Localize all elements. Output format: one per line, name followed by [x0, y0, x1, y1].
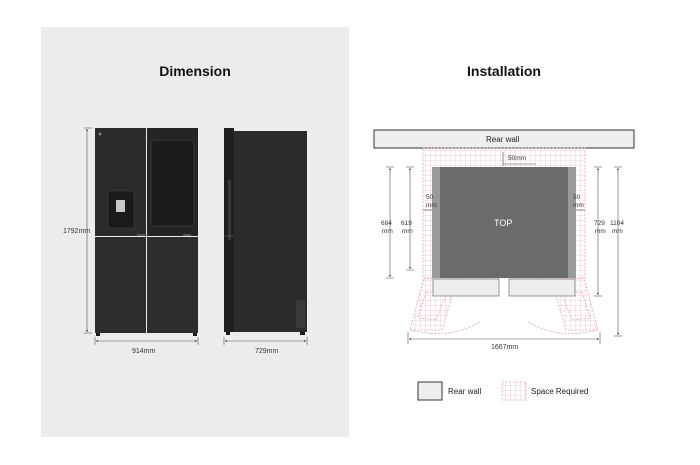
side-gap-right-unit: mm	[573, 202, 584, 209]
installation-title: Installation	[467, 63, 541, 79]
right-door-top	[508, 278, 576, 297]
fridge-foot	[300, 332, 305, 335]
depth-619-unit: mm	[402, 228, 413, 235]
height-label: 1792mm	[63, 228, 90, 235]
drawer-handle-left	[137, 234, 145, 236]
width-dimension: 914mm	[94, 337, 199, 355]
depth-dimension: 729mm	[223, 337, 308, 355]
width-label: 914mm	[132, 348, 156, 355]
depth-729-unit: mm	[595, 228, 606, 235]
side-gap-left-value: 50	[426, 194, 434, 201]
fridge-foot	[96, 333, 100, 336]
side-vent	[296, 300, 305, 328]
rear-wall-label: Rear wall	[486, 135, 520, 144]
depth-684-dimension: 684 mm	[381, 166, 394, 279]
open-width-label: 1667mm	[491, 344, 518, 351]
depth-label: 729mm	[255, 348, 279, 355]
brand-logo	[98, 132, 102, 136]
dimension-title: Dimension	[159, 63, 231, 79]
fridge-top-view: TOP	[432, 167, 576, 297]
depth-1104-value: 1104	[610, 220, 624, 227]
legend: Rear wall Space Required	[417, 381, 588, 401]
rear-wall: Rear wall	[373, 129, 635, 149]
fridge-foot	[226, 332, 230, 335]
depth-1104-dimension: 1104 mm	[610, 166, 624, 337]
fridge-side-handle	[228, 180, 231, 240]
legend-space-required-label: Space Required	[531, 387, 588, 396]
depth-684-value: 684	[381, 220, 392, 227]
legend-rear-wall-label: Rear wall	[448, 387, 482, 396]
depth-729-value: 729	[594, 220, 605, 227]
dispenser-lever	[116, 200, 125, 212]
depth-729-dimension: 729 mm	[594, 166, 606, 297]
depth-619-dimension: 619 mm	[401, 166, 414, 271]
fridge-glass-panel	[150, 139, 195, 227]
legend-space-required-swatch	[501, 381, 527, 401]
drawer-handle-right	[183, 234, 191, 236]
fridge-side-view	[224, 128, 307, 335]
legend-rear-wall-swatch	[417, 381, 443, 401]
wall-gap-label: 50mm	[508, 155, 526, 162]
open-width-dimension: 1667mm	[407, 332, 601, 351]
wall-gap-dimension: 50mm	[502, 152, 536, 166]
fridge-left-drawer	[95, 237, 146, 333]
depth-1104-unit: mm	[612, 228, 623, 235]
left-door-top	[432, 278, 500, 297]
fridge-right-drawer	[147, 237, 198, 333]
top-label: TOP	[494, 218, 512, 228]
fridge-foot	[193, 333, 197, 336]
fridge-side-body	[231, 131, 307, 332]
depth-684-unit: mm	[382, 228, 393, 235]
fridge-front-view	[95, 128, 198, 336]
side-gap-right: 50 mm	[573, 194, 585, 211]
height-dimension: 1792mm	[63, 127, 92, 334]
depth-619-value: 619	[401, 220, 412, 227]
side-gap-right-value: 50	[573, 194, 581, 201]
side-gap-left-unit: mm	[426, 202, 437, 209]
side-gap-left: 50 mm	[423, 194, 437, 211]
